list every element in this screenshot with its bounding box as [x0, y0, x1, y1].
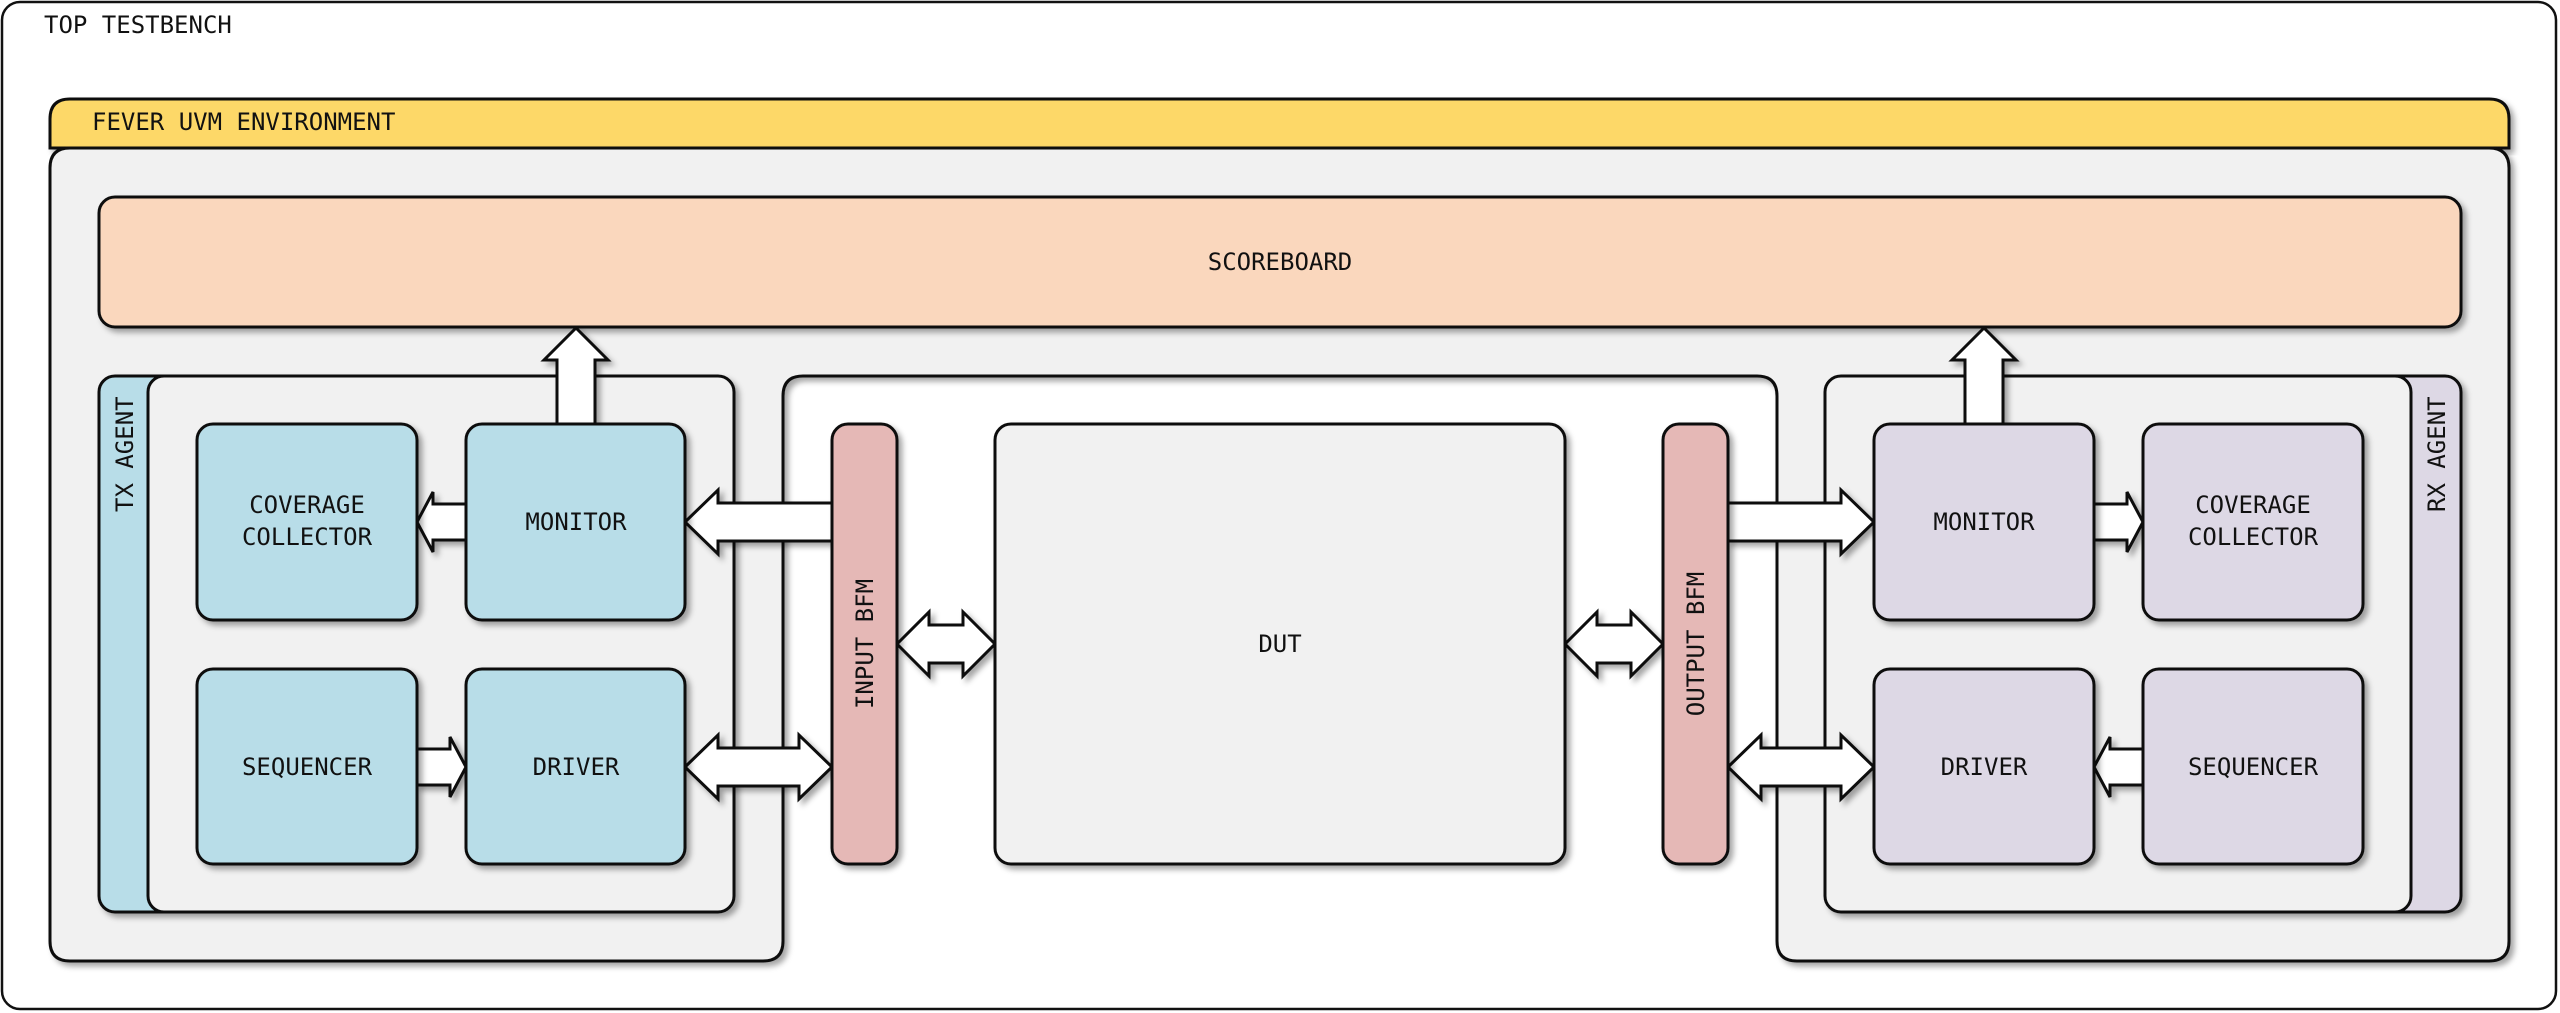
rx-agent-label: RX AGENT	[2423, 396, 2451, 512]
scoreboard-label: SCOREBOARD	[1208, 248, 1353, 276]
rx-monitor[interactable]	[1872, 422, 2096, 622]
rx-monitor-to-scoreboard-arrow	[1948, 325, 2020, 426]
tx-driver-label: DRIVER	[533, 753, 620, 781]
output-bfm-label: OUTPUT BFM	[1682, 572, 1710, 717]
tx-coverage-collector[interactable]	[195, 422, 419, 622]
tx-sequencer-to-driver-arrow	[415, 736, 468, 798]
output-bfm-to-rx-monitor-arrow	[1726, 486, 1877, 558]
tx-monitor-label: MONITOR	[525, 508, 627, 536]
output-bfm[interactable]	[1661, 422, 1730, 866]
rx-monitor-label: MONITOR	[1933, 508, 2035, 536]
input-bfm-to-tx-monitor-arrow	[682, 486, 834, 558]
rx-coverage-collector-label-2: COLLECTOR	[2188, 523, 2319, 551]
environment-header	[48, 97, 2511, 150]
rx-driver-label: DRIVER	[1941, 753, 2028, 781]
tx-agent-label: TX AGENT	[111, 396, 139, 512]
input-bfm[interactable]	[830, 422, 899, 866]
tx-coverage-collector-label-2: COLLECTOR	[242, 523, 373, 551]
dut[interactable]	[993, 422, 1567, 866]
rx-sequencer-to-driver-arrow	[2092, 736, 2145, 798]
tx-coverage-collector-label-1: COVERAGE	[249, 491, 365, 519]
rx-sequencer[interactable]	[2141, 667, 2365, 866]
tx-monitor[interactable]	[464, 422, 687, 622]
input-bfm-label: INPUT BFM	[851, 579, 879, 709]
rx-sequencer-label: SEQUENCER	[2188, 753, 2319, 781]
tx-monitor-to-coverage-arrow	[415, 491, 468, 553]
tx-driver[interactable]	[464, 667, 687, 866]
tx-monitor-to-scoreboard-arrow	[540, 325, 612, 426]
tx-sequencer[interactable]	[195, 667, 419, 866]
environment-label: FEVER UVM ENVIRONMENT	[92, 108, 395, 136]
rx-driver[interactable]	[1872, 667, 2096, 866]
rx-coverage-collector[interactable]	[2141, 422, 2365, 622]
rx-coverage-collector-label-1: COVERAGE	[2195, 491, 2311, 519]
rx-monitor-to-coverage-arrow	[2092, 491, 2145, 553]
dut-label: DUT	[1258, 630, 1301, 658]
tx-sequencer-label: SEQUENCER	[242, 753, 373, 781]
scoreboard[interactable]	[97, 195, 2463, 329]
top-testbench-label: TOP TESTBENCH	[44, 11, 232, 39]
